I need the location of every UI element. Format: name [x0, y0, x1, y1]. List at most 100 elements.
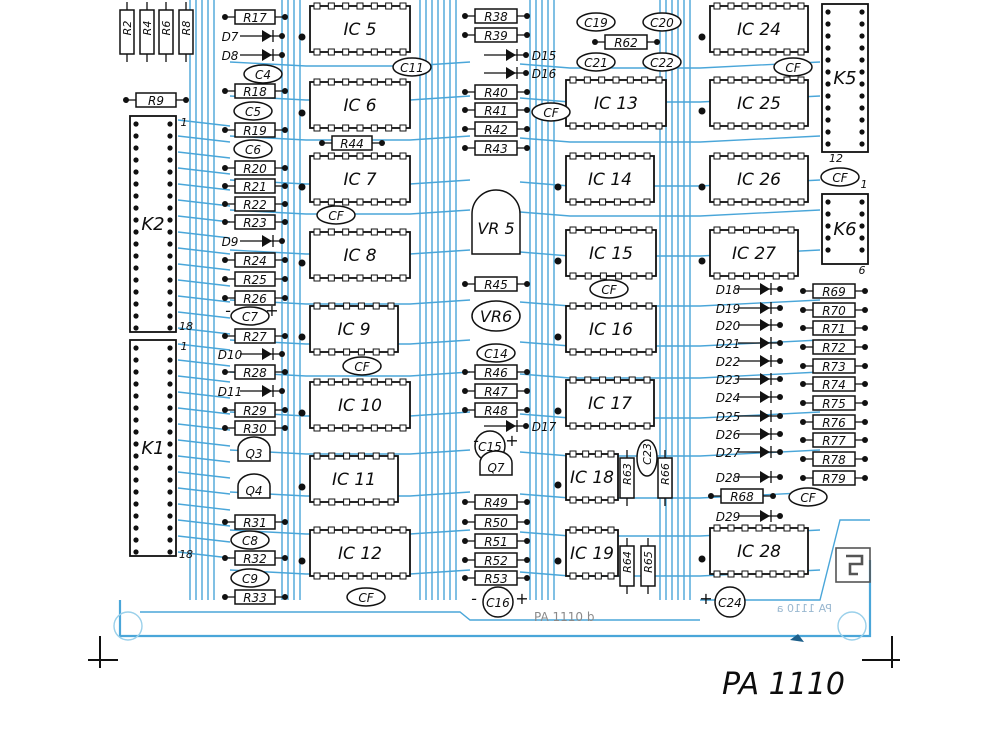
pad: [282, 333, 288, 339]
fanout-trace: [177, 535, 231, 543]
ic-pin: [342, 274, 350, 282]
pad: [524, 126, 530, 132]
pad: [222, 333, 228, 339]
ic-pin: [582, 496, 590, 504]
ic-pin: [370, 274, 378, 282]
resistor-label-r44: R44: [340, 137, 364, 151]
pad: [279, 238, 285, 244]
ic-pin: [594, 572, 602, 580]
pad: [777, 286, 783, 292]
connector-pin: [133, 477, 139, 483]
connector-pin: [825, 129, 831, 135]
resistor-label-r25: R25: [243, 273, 267, 287]
ic-pin: [313, 572, 321, 580]
resistor-label-r27: R27: [243, 330, 267, 344]
capacitor-cf: [788, 487, 828, 507]
ic-pin: [783, 198, 791, 206]
pad: [524, 519, 530, 525]
resistor-label-r68: R68: [730, 490, 754, 504]
pad: [862, 437, 868, 443]
connector-pin: [133, 501, 139, 507]
ic-pin: [569, 302, 577, 310]
ic-pin: [713, 48, 721, 56]
registration-mark: [862, 636, 900, 668]
connector-pin: [167, 381, 173, 387]
connector-k1: [129, 339, 177, 557]
pad: [462, 32, 468, 38]
capacitor-c16: [482, 586, 514, 618]
diode-d15: [506, 49, 516, 61]
pad: [800, 475, 806, 481]
ic-pin: [385, 526, 393, 534]
ic-pin: [741, 76, 749, 84]
pin1-marker: [298, 259, 306, 267]
pad: [800, 288, 806, 294]
resistor-r53: [474, 570, 518, 586]
resistor-r52: [474, 552, 518, 568]
connector-pin: [167, 121, 173, 127]
ic-pin: [343, 302, 351, 310]
diode-label-d10: D10: [218, 348, 243, 362]
diode-d29: [760, 510, 770, 522]
connector-pin: [133, 277, 139, 283]
ic-pin: [342, 378, 350, 386]
resistor-r43: [474, 140, 518, 156]
ic-pin: [755, 48, 763, 56]
resistor-r6: [158, 9, 174, 55]
resistor-label-r70: R70: [822, 304, 846, 318]
pin1-marker: [298, 409, 306, 417]
diode-label-d23: D23: [716, 373, 741, 387]
ic-label-ic12: IC 12: [338, 544, 382, 564]
fanout-trace: [177, 183, 231, 191]
connector-pin: [167, 193, 173, 199]
diode-d11: [262, 385, 272, 397]
capacitor-c9: [230, 568, 270, 588]
ic-pin: [313, 424, 321, 432]
capacitor-c19: [576, 12, 616, 32]
resistor-label-r30: R30: [243, 422, 267, 436]
capacitor-label-c14: C14: [484, 347, 508, 361]
capacitor-cf: [346, 587, 386, 607]
connector-pin: [167, 253, 173, 259]
polarity-plus: +: [505, 431, 518, 450]
connector-pin: [133, 169, 139, 175]
pin1-marker: [554, 557, 562, 565]
diode-label-d19: D19: [716, 302, 741, 316]
resistor-r70: [812, 302, 856, 318]
connector-pin: [167, 369, 173, 375]
connector-pin: [133, 193, 139, 199]
resistor-r69: [812, 283, 856, 299]
diode-label-d16: D16: [532, 67, 557, 81]
resistor-label-r2: R2: [121, 21, 134, 36]
connector-pin: [133, 453, 139, 459]
ic-pin: [630, 348, 638, 356]
connector-pin: [859, 247, 865, 253]
connector-pin: [825, 223, 831, 229]
ic-pin: [327, 48, 335, 56]
resistor-r33: [234, 589, 276, 605]
connector-pin: [133, 525, 139, 531]
resistor-r72: [812, 339, 856, 355]
pad: [282, 295, 288, 301]
ic-label-ic5: IC 5: [343, 20, 376, 40]
pin1-marker: [554, 333, 562, 341]
resistor-r2: [119, 9, 135, 55]
fanout-trace: [177, 151, 231, 159]
pad: [462, 519, 468, 525]
fanout-trace: [177, 295, 231, 303]
pad: [462, 388, 468, 394]
pin1-marker: [554, 183, 562, 191]
capacitor-c21: [576, 52, 616, 72]
connector-pin: [133, 145, 139, 151]
resistor-label-r45: R45: [484, 278, 508, 292]
capacitor-label-c22: C22: [650, 56, 674, 70]
connector-pin: [859, 69, 865, 75]
diode-d7: [262, 30, 272, 42]
link-trace: [519, 411, 821, 419]
connector-pin: [825, 141, 831, 147]
ic-pin: [327, 152, 335, 160]
ic-pin: [372, 452, 380, 460]
capacitor-label-cf: CF: [800, 491, 816, 505]
resistor-label-r21: R21: [243, 180, 267, 194]
capacitor-c5: [233, 101, 273, 121]
